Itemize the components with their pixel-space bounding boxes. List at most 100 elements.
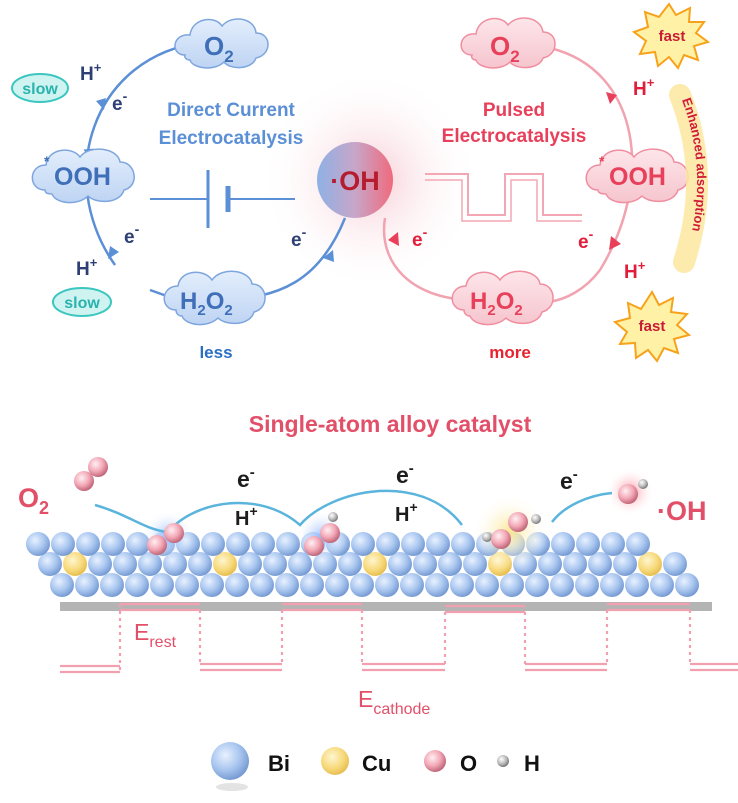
svg-text:Erest: Erest [134, 619, 177, 651]
bi-atom [250, 573, 274, 597]
bi-atom [26, 532, 50, 556]
pulsed-title-line1: Pulsed [483, 100, 545, 121]
pulsed-e-2-sign: - [423, 224, 428, 240]
svg-text:e-: e- [124, 221, 140, 248]
pulsed-h2o2-o: O [496, 288, 515, 315]
pulsed-e-2: e [412, 230, 423, 251]
bi-atom [413, 552, 437, 576]
pulsed-hplus-2-sign: + [638, 258, 646, 273]
svg-text:e-: e- [291, 224, 307, 251]
pulsed-arrow-3 [388, 232, 399, 246]
dc-slow-badge-1: slow [11, 73, 69, 103]
svg-text:H2O2: H2O2 [470, 288, 523, 319]
legend: Bi Cu O H [211, 742, 540, 791]
dc-hplus-2: H [76, 259, 90, 280]
svg-text:H+: H+ [235, 503, 258, 530]
dc-e-3-sign: - [302, 224, 307, 240]
cu-atom [363, 552, 387, 576]
dc-hplus-1-sign: + [94, 60, 102, 75]
bi-atom [401, 532, 425, 556]
legend-cu-swatch [321, 747, 349, 775]
bi-atom [88, 552, 112, 576]
mol-oh-released [618, 479, 648, 504]
bi-atom [288, 552, 312, 576]
center-oh-node: ·OH [317, 142, 393, 218]
svg-text:e-: e- [396, 460, 414, 488]
bi-atom [551, 532, 575, 556]
saa-o2-label: O [18, 483, 39, 513]
bi-atom [388, 552, 412, 576]
pulsed-ooh-label: OOH [609, 163, 666, 191]
svg-text:H+: H+ [624, 258, 646, 283]
pulsed-e-1-sign: - [589, 226, 594, 242]
cu-atom [213, 552, 237, 576]
pulsed-o2-sub: 2 [510, 47, 519, 66]
svg-text:e-: e- [237, 464, 255, 492]
dc-cycle-arc-left [84, 40, 206, 266]
dc-hplus-1: H [80, 64, 94, 85]
pulsed-ooh-cloud: * OOH [585, 148, 689, 204]
pulsed-hplus-1: H [633, 79, 647, 100]
bi-atom [350, 573, 374, 597]
svg-text:e-: e- [412, 224, 428, 251]
pulsed-arrow-2 [609, 236, 621, 250]
saa-h-1-sign: + [249, 503, 257, 519]
pulsed-cycle-arc-right [549, 46, 634, 271]
dc-title-line2: Electrocatalysis [159, 128, 304, 149]
pulsed-h2o2-sub1: 2 [487, 302, 495, 319]
dc-arrow-4 [323, 250, 334, 262]
pulsed-cycle-arc-bottom [382, 217, 471, 302]
svg-text:H+: H+ [80, 60, 102, 85]
legend-o-swatch [424, 750, 446, 772]
site-glow-3 [472, 494, 548, 570]
bi-atom [400, 573, 424, 597]
pulsed-cycle-arc-join [547, 269, 601, 304]
bi-atom [563, 552, 587, 576]
dc-ooh-star: * [44, 153, 50, 169]
pulsed-amount-more: more [489, 343, 531, 362]
pulsed-h2o2-sub2: 2 [514, 302, 522, 319]
bi-atom [575, 573, 599, 597]
bi-atom [475, 573, 499, 597]
bi-atom [351, 532, 375, 556]
dc-o2-label: O [204, 31, 224, 61]
bi-atom [500, 573, 524, 597]
dc-h2o2-cloud: H2O2 [163, 270, 266, 326]
bi-atom [75, 573, 99, 597]
bi-atom [601, 532, 625, 556]
dc-e-2: e [124, 227, 135, 248]
dc-arrow-3 [108, 246, 119, 259]
dc-h2o2-sub1: 2 [197, 302, 205, 319]
svg-text:H+: H+ [76, 255, 98, 280]
dc-e-1: e [112, 94, 123, 115]
dc-e-1-sign: - [123, 88, 128, 104]
dc-o2-sub: 2 [224, 47, 233, 66]
bi-atom [300, 573, 324, 597]
saa-h-2-sign: + [409, 499, 417, 515]
dc-o2-cloud: O2 [174, 18, 269, 69]
bi-atom [613, 552, 637, 576]
fast-label-1: fast [659, 28, 686, 45]
fast-burst-2: fast [612, 290, 692, 363]
dc-h2o2-sub2: 2 [224, 302, 232, 319]
cu-atom [63, 552, 87, 576]
svg-text:H+: H+ [395, 499, 418, 526]
bi-atom [200, 573, 224, 597]
pulsed-e-1: e [578, 232, 589, 253]
bi-atom [463, 552, 487, 576]
svg-text:e-: e- [578, 226, 594, 253]
bi-atom [263, 552, 287, 576]
dc-arrow-2 [96, 98, 106, 110]
legend-bi-label: Bi [268, 751, 290, 776]
pulsed-h2o2-h: H [470, 288, 487, 315]
dc-ooh-label: OOH [54, 163, 111, 191]
bi-atom [425, 573, 449, 597]
saa-e-2-sign: - [409, 460, 414, 477]
pulsed-ooh-star: * [599, 153, 605, 169]
bi-atom [626, 532, 650, 556]
saa-o2-sub: 2 [39, 498, 49, 518]
bi-atom [125, 573, 149, 597]
legend-bi-swatch [211, 742, 249, 780]
legend-h-swatch [497, 755, 509, 767]
